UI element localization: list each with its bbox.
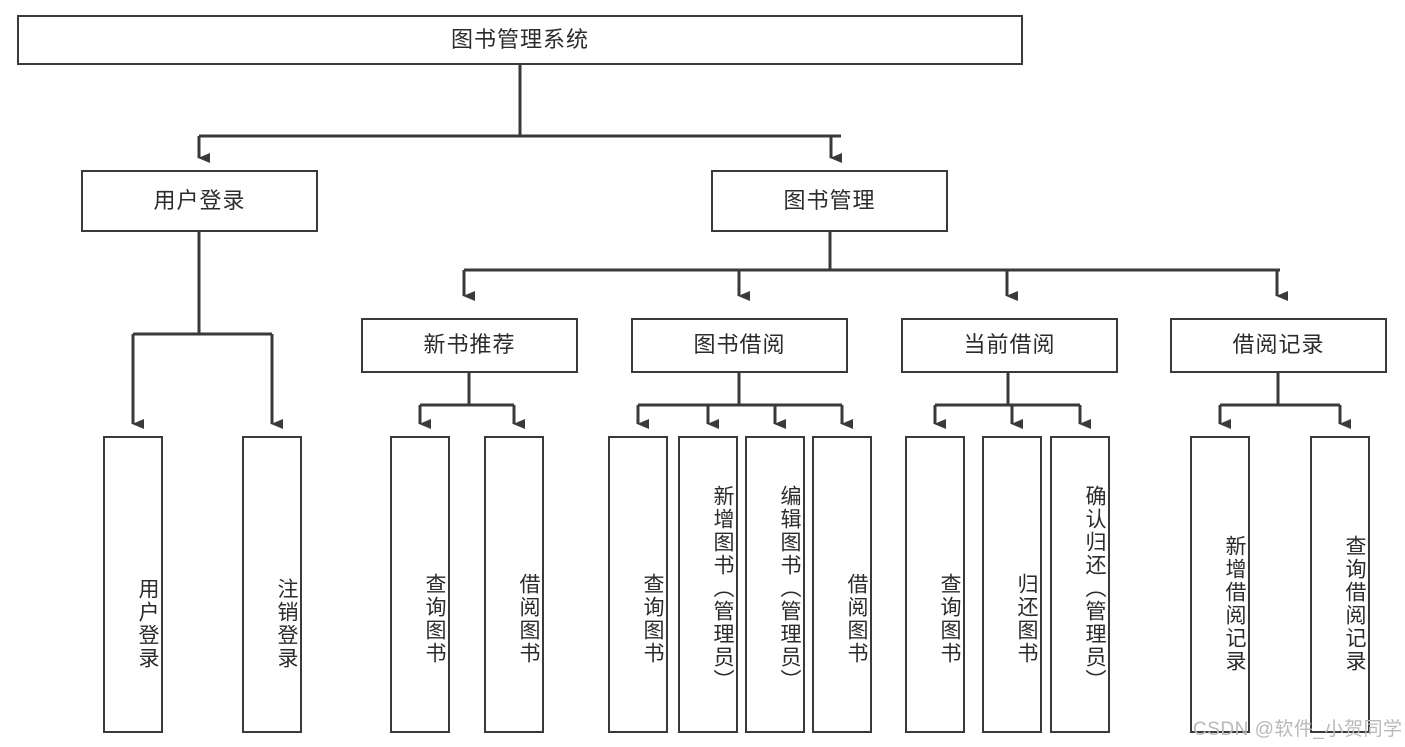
node-new-book-recommend[interactable]: 新书推荐: [361, 318, 578, 373]
csdn-watermark: CSDN @软件_小贺同学: [1193, 719, 1403, 740]
node-leaf-cur-return-book[interactable]: 归还图书: [982, 436, 1042, 733]
node-book-borrow[interactable]: 图书借阅: [631, 318, 848, 373]
node-leaf-user-login[interactable]: 用户登录: [103, 436, 163, 733]
node-leaf-cur-query-book[interactable]: 查询图书: [905, 436, 965, 733]
node-borrow-record[interactable]: 借阅记录: [1170, 318, 1387, 373]
node-leaf-cur-confirm-return[interactable]: 确认归还（管理员）: [1050, 436, 1110, 733]
node-leaf-borrow-query-book[interactable]: 查询图书: [608, 436, 668, 733]
node-leaf-user-logout[interactable]: 注销登录: [242, 436, 302, 733]
node-leaf-rec-add-record[interactable]: 新增借阅记录: [1190, 436, 1250, 733]
node-leaf-borrow-borrow-book[interactable]: 借阅图书: [812, 436, 872, 733]
node-leaf-rec-query-record[interactable]: 查询借阅记录: [1310, 436, 1370, 733]
node-book-manage[interactable]: 图书管理: [711, 170, 948, 232]
node-leaf-rec-borrow-book[interactable]: 借阅图书: [484, 436, 544, 733]
node-root[interactable]: 图书管理系统: [17, 15, 1023, 65]
node-leaf-borrow-edit-book[interactable]: 编辑图书（管理员）: [745, 436, 805, 733]
node-user-login[interactable]: 用户登录: [81, 170, 318, 232]
node-leaf-borrow-add-book[interactable]: 新增图书（管理员）: [678, 436, 738, 733]
node-leaf-rec-query-book[interactable]: 查询图书: [390, 436, 450, 733]
node-current-borrow[interactable]: 当前借阅: [901, 318, 1118, 373]
